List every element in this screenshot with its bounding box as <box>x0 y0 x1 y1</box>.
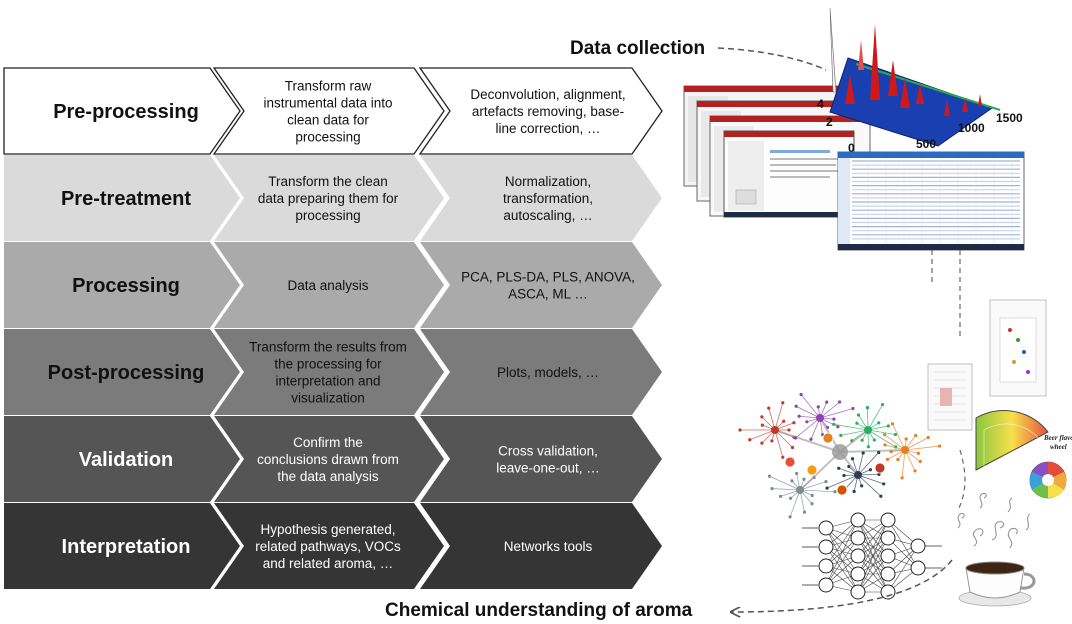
neuron-node <box>850 548 866 564</box>
stage-examples-chevron <box>420 416 662 502</box>
statistical-plots <box>927 299 1047 431</box>
stage-examples-chevron <box>420 155 662 241</box>
x-tick-1500: 1500 <box>996 111 1023 125</box>
neuron-node <box>818 577 834 593</box>
neuron-node <box>818 520 834 536</box>
stage-examples-chevron <box>420 242 662 328</box>
stage-examples-chevron <box>418 67 663 155</box>
stage-description: Data analysis <box>287 278 368 293</box>
data-table-connector <box>931 250 961 336</box>
stage-description-chevron <box>214 416 444 502</box>
stage-examples: Cross validation,leave-one-out, … <box>496 444 600 476</box>
y-tick-4: 4 <box>817 97 824 111</box>
flavor-gauge <box>975 410 1049 471</box>
stage-title-chevron <box>4 242 240 328</box>
plots-connector <box>957 449 966 511</box>
neuron-node <box>910 560 926 576</box>
aroma-network-graph <box>738 392 942 519</box>
neural-network-diagram <box>802 512 942 600</box>
neuron-node <box>910 538 926 554</box>
stage-title-chevron <box>3 67 241 155</box>
x-tick-1000: 1000 <box>958 121 985 135</box>
stage-title-chevron <box>4 329 240 415</box>
stage-row: Processing Data analysis PCA, PLS-DA, PLS,… <box>4 242 662 328</box>
stage-title: Pre-processing <box>53 101 199 123</box>
stage-examples: Networks tools <box>504 539 593 554</box>
stage-title: Pre-treatment <box>61 188 191 210</box>
neuron-node <box>850 566 866 582</box>
aroma-callout-connector <box>732 559 953 612</box>
neuron-node <box>880 548 896 564</box>
stage-examples: Deconvolution, alignment,artefacts remov… <box>470 87 625 136</box>
stage-description-chevron <box>214 329 444 415</box>
stage-title: Validation <box>79 449 173 471</box>
neuron-node <box>880 584 896 600</box>
chemical-understanding-label: Chemical understanding of aroma <box>385 600 693 621</box>
neuron-node <box>850 512 866 528</box>
stage-row: Interpretation Hypothesis generated,relat… <box>4 503 662 589</box>
neuron-node <box>880 566 896 582</box>
neuron-node <box>818 558 834 574</box>
coffee-cup-icon <box>958 561 1036 607</box>
neuron-node <box>850 584 866 600</box>
stage-examples-chevron <box>420 329 662 415</box>
stage-description: Hypothesis generated,related pathways, V… <box>255 522 401 571</box>
data-table-window <box>837 151 1025 251</box>
neuron-node <box>818 539 834 555</box>
beer-flavor-wheel: Beer flavor wheel <box>1029 434 1072 499</box>
aroma-wisps <box>957 493 1031 549</box>
chromatogram-axis-labels: 4 2 0 500 1000 1500 <box>817 97 1023 155</box>
stage-description-chevron <box>212 67 445 155</box>
stage-title-chevron <box>4 503 240 589</box>
x-tick-500: 500 <box>916 137 936 151</box>
y-tick-0: 0 <box>848 141 855 155</box>
stage-examples: Normalization,transformation,autoscaling… <box>503 174 593 223</box>
data-collection-connector <box>717 47 827 71</box>
stage-title: Post-processing <box>48 362 205 384</box>
software-window-front <box>723 130 855 218</box>
data-collection-label: Data collection <box>570 38 705 59</box>
neuron-node <box>880 530 896 546</box>
stage-description-chevron <box>214 503 444 589</box>
stage-title: Interpretation <box>62 536 191 558</box>
chromatogram-3d: 4 2 0 500 1000 1500 <box>817 7 1023 155</box>
stage-examples: Plots, models, … <box>497 365 599 380</box>
stage-row: Post-processing Transform the results fro… <box>4 329 662 415</box>
beer-flavor-wheel-label-2: wheel <box>1050 443 1067 451</box>
stage-examples: PCA, PLS-DA, PLS, ANOVA,ASCA, ML … <box>461 270 635 302</box>
stage-examples-chevron <box>420 503 662 589</box>
neuron-node <box>880 512 896 528</box>
stage-title: Processing <box>72 275 180 297</box>
neuron-node <box>850 530 866 546</box>
data-table-rows <box>852 158 1020 244</box>
chromatogram-peaks <box>829 7 982 116</box>
stage-title-chevron <box>4 155 240 241</box>
stage-title-chevron <box>4 416 240 502</box>
stage-description-chevron <box>214 155 444 241</box>
stage-description-chevron <box>214 242 444 328</box>
beer-flavor-wheel-label-1: Beer flavor <box>1043 434 1072 442</box>
y-tick-2: 2 <box>826 115 833 129</box>
